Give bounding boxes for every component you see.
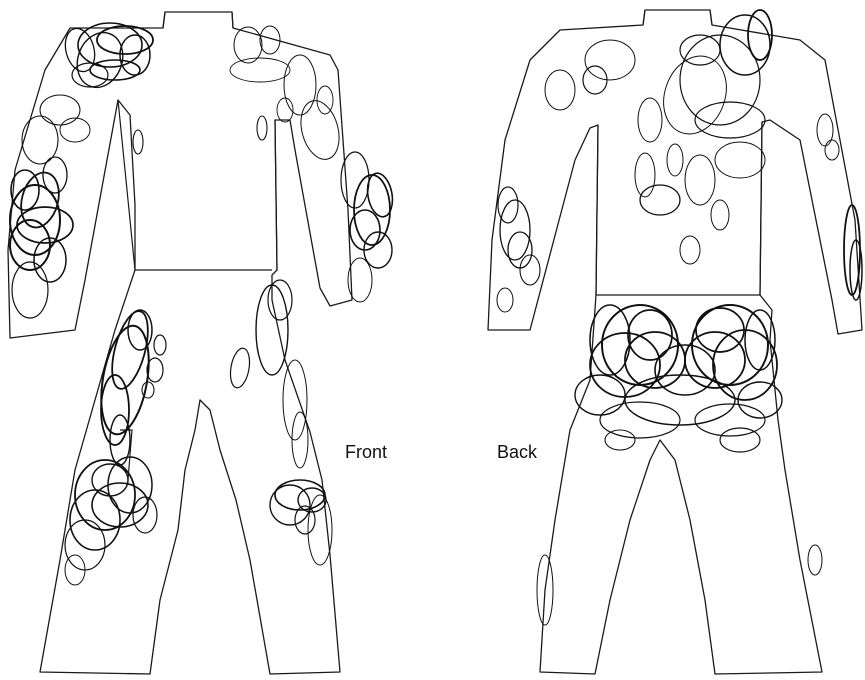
front-suit-outline xyxy=(8,12,352,674)
front-view-label: Front xyxy=(345,443,387,461)
front-suit-view xyxy=(8,12,396,674)
back-suit-view xyxy=(488,10,862,674)
back-view-label: Back xyxy=(497,443,537,461)
back-leg-mark xyxy=(808,545,822,575)
back-suit-outline xyxy=(488,10,862,674)
